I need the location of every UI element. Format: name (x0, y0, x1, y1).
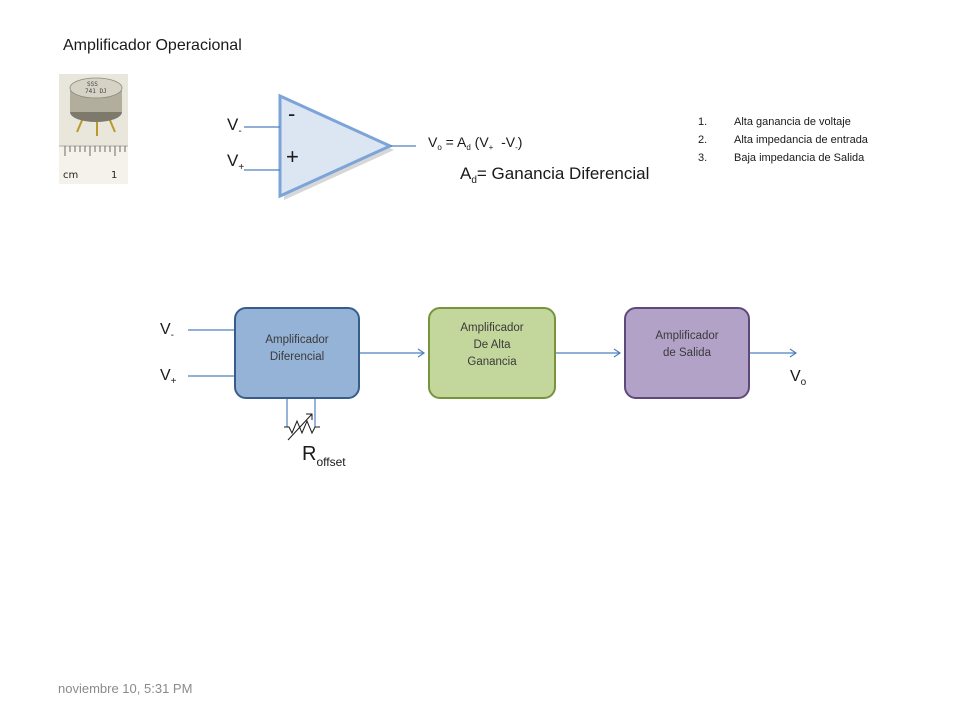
svg-text:1: 1 (111, 170, 117, 181)
block-plus-input-label: V+ (160, 367, 177, 387)
svg-text:741 DJ: 741 DJ (85, 88, 107, 95)
differential-amplifier-block: Amplificador Diferencial (234, 307, 360, 399)
list-item: 3.Baja impedancia de Salida (698, 152, 865, 164)
block-label: De Alta (473, 339, 511, 351)
opamp-plus-symbol: + (286, 144, 299, 169)
block-label: Amplificador (265, 334, 329, 346)
offset-resistor-label: Roffset (302, 443, 346, 469)
high-gain-amplifier-block: Amplificador De Alta Ganancia (428, 307, 556, 399)
svg-text:SSS: SSS (87, 81, 98, 88)
opamp-plus-input-label: V+ (227, 151, 245, 173)
block-label: Amplificador (655, 330, 719, 342)
block-label: Ganancia (467, 356, 517, 368)
gain-definition: Ad= Ganancia Diferencial (460, 164, 650, 186)
page-title: Amplificador Operacional (63, 37, 242, 54)
block-output-label: Vo (790, 368, 807, 388)
output-amplifier-block: Amplificador de Salida (624, 307, 750, 399)
opamp-minus-symbol: - (288, 101, 296, 126)
features-list: 1.Alta ganancia de voltaje 2.Alta impeda… (698, 113, 868, 167)
opamp-minus-input-label: V- (227, 115, 242, 137)
svg-text:cm: cm (63, 170, 78, 181)
list-item: 1.Alta ganancia de voltaje (698, 116, 851, 128)
block-label: Diferencial (269, 351, 325, 363)
block-label: de Salida (663, 347, 711, 359)
opamp-photo: cm 1 SSS 741 DJ (59, 74, 128, 184)
offset-potentiometer (284, 399, 320, 441)
block-minus-input-label: V- (160, 321, 175, 341)
block-label: Amplificador (460, 322, 524, 334)
output-formula: Vo = Ad (V+ -V-) (428, 134, 523, 152)
footer-timestamp: noviembre 10, 5:31 PM (58, 681, 193, 696)
list-item: 2.Alta impedancia de entrada (698, 134, 868, 146)
